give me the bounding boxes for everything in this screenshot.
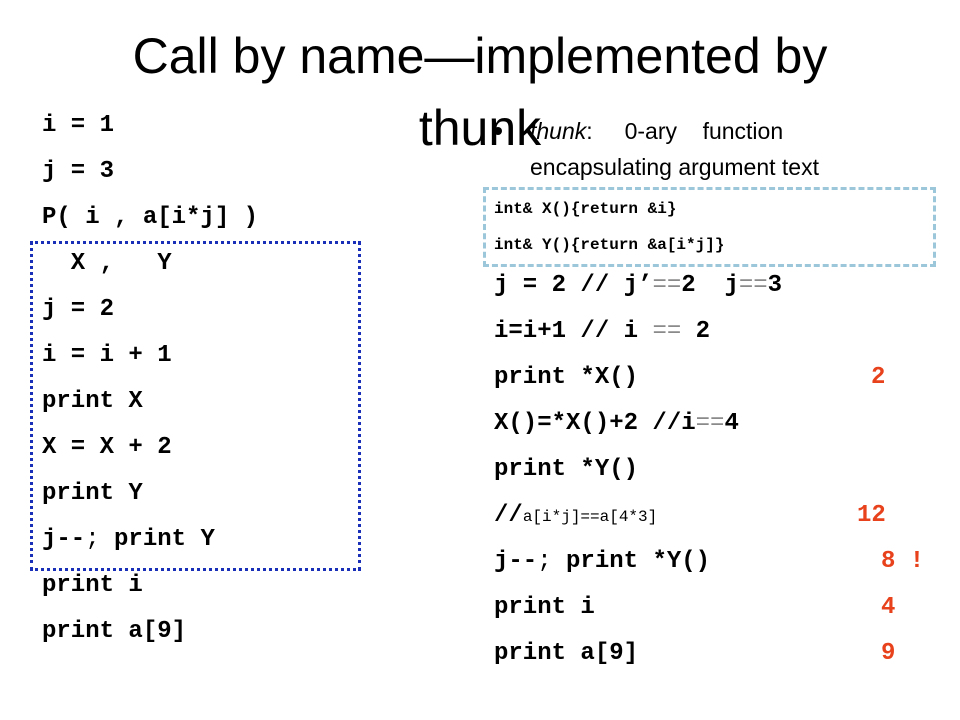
left-code-line-6: i = i + 1 xyxy=(42,342,172,369)
right-code-line-7-print: print *Y() xyxy=(551,548,711,575)
right-code-line-7-decrement: j-- xyxy=(494,548,538,575)
right-code-line-1-eq2: == xyxy=(738,272,768,299)
right-code-line-1-c: 2 j xyxy=(681,272,739,299)
right-code-line-2-a: i=i+1 // i xyxy=(494,318,653,345)
right-code-line-4-a: X()=*X()+2 //i xyxy=(494,410,696,437)
left-code-line-10-print: print Y xyxy=(99,526,215,553)
result-print-x: 2 xyxy=(871,364,886,391)
result-print-i: 4 xyxy=(881,594,896,621)
right-code-line-1: j = 2 // j’==2 j==3 xyxy=(494,272,782,300)
result-print-y: 12 xyxy=(857,502,886,529)
left-code-line-11: print i xyxy=(42,572,143,599)
right-code-line-5: print *Y() xyxy=(494,456,639,483)
right-code-line-3: print *X() xyxy=(494,364,639,391)
slide-title-line-2: thunk xyxy=(418,100,542,156)
result-print-y-again: 8 ! xyxy=(881,548,925,575)
procedure-body-dotted-box xyxy=(30,241,361,571)
left-code-line-2: j = 3 xyxy=(42,158,115,185)
result-print-a9: 9 xyxy=(881,640,896,667)
right-code-line-2-eq: == xyxy=(652,318,682,345)
thunk-code-line-2: int& Y(){return &a[i*j]} xyxy=(494,236,725,254)
right-code-line-4-eq: == xyxy=(695,410,725,437)
left-code-line-10-decrement: j-- xyxy=(42,526,86,553)
right-code-line-7-semicolon: ; xyxy=(537,548,552,575)
left-code-line-1: i = 1 xyxy=(42,112,115,139)
left-code-line-9: print Y xyxy=(42,480,143,507)
bullet-colon: : xyxy=(586,118,593,144)
left-code-line-3: P( i , a[i*j] ) xyxy=(42,204,259,231)
bullet-rest: 0-ary function xyxy=(592,118,784,144)
right-code-line-1-eq: == xyxy=(652,272,682,299)
right-code-line-2: i=i+1 // i == 2 xyxy=(494,318,710,346)
right-code-line-7: j--; print *Y() xyxy=(494,548,710,576)
right-code-line-4: X()=*X()+2 //i==4 xyxy=(494,410,739,438)
bullet-text-line-2: encapsulating argument text xyxy=(530,154,819,180)
right-code-line-2-c: 2 xyxy=(681,318,711,345)
left-code-line-8: X = X + 2 xyxy=(42,434,172,461)
bullet-text-line-1: thunk: 0-ary function xyxy=(530,118,783,144)
right-code-line-9: print a[9] xyxy=(494,640,639,667)
right-code-line-6-comment: // xyxy=(494,502,523,529)
left-code-line-10: j--; print Y xyxy=(42,526,215,554)
thunk-definitions-dashed-box xyxy=(483,187,936,267)
slide-title-line-1: Call by name—implemented by xyxy=(132,28,828,84)
bullet-term: thunk xyxy=(530,118,587,144)
left-code-line-12: print a[9] xyxy=(42,618,187,645)
right-code-line-8: print i xyxy=(494,594,595,621)
right-code-line-4-c: 4 xyxy=(724,410,739,437)
bullet-point-icon xyxy=(494,127,502,135)
left-code-line-7: print X xyxy=(42,388,143,415)
left-code-line-5: j = 2 xyxy=(42,296,115,323)
right-code-line-6-expr: a[i*j]==a[4*3] xyxy=(522,508,658,526)
right-code-line-6: //a[i*j]==a[4*3] xyxy=(494,502,657,531)
right-code-line-1-a: j = 2 // j’ xyxy=(494,272,653,299)
left-code-line-10-semicolon: ; xyxy=(85,526,100,553)
right-code-line-1-e: 3 xyxy=(767,272,783,299)
left-code-line-4: X , Y xyxy=(42,250,172,277)
thunk-code-line-1: int& X(){return &i} xyxy=(494,200,677,218)
